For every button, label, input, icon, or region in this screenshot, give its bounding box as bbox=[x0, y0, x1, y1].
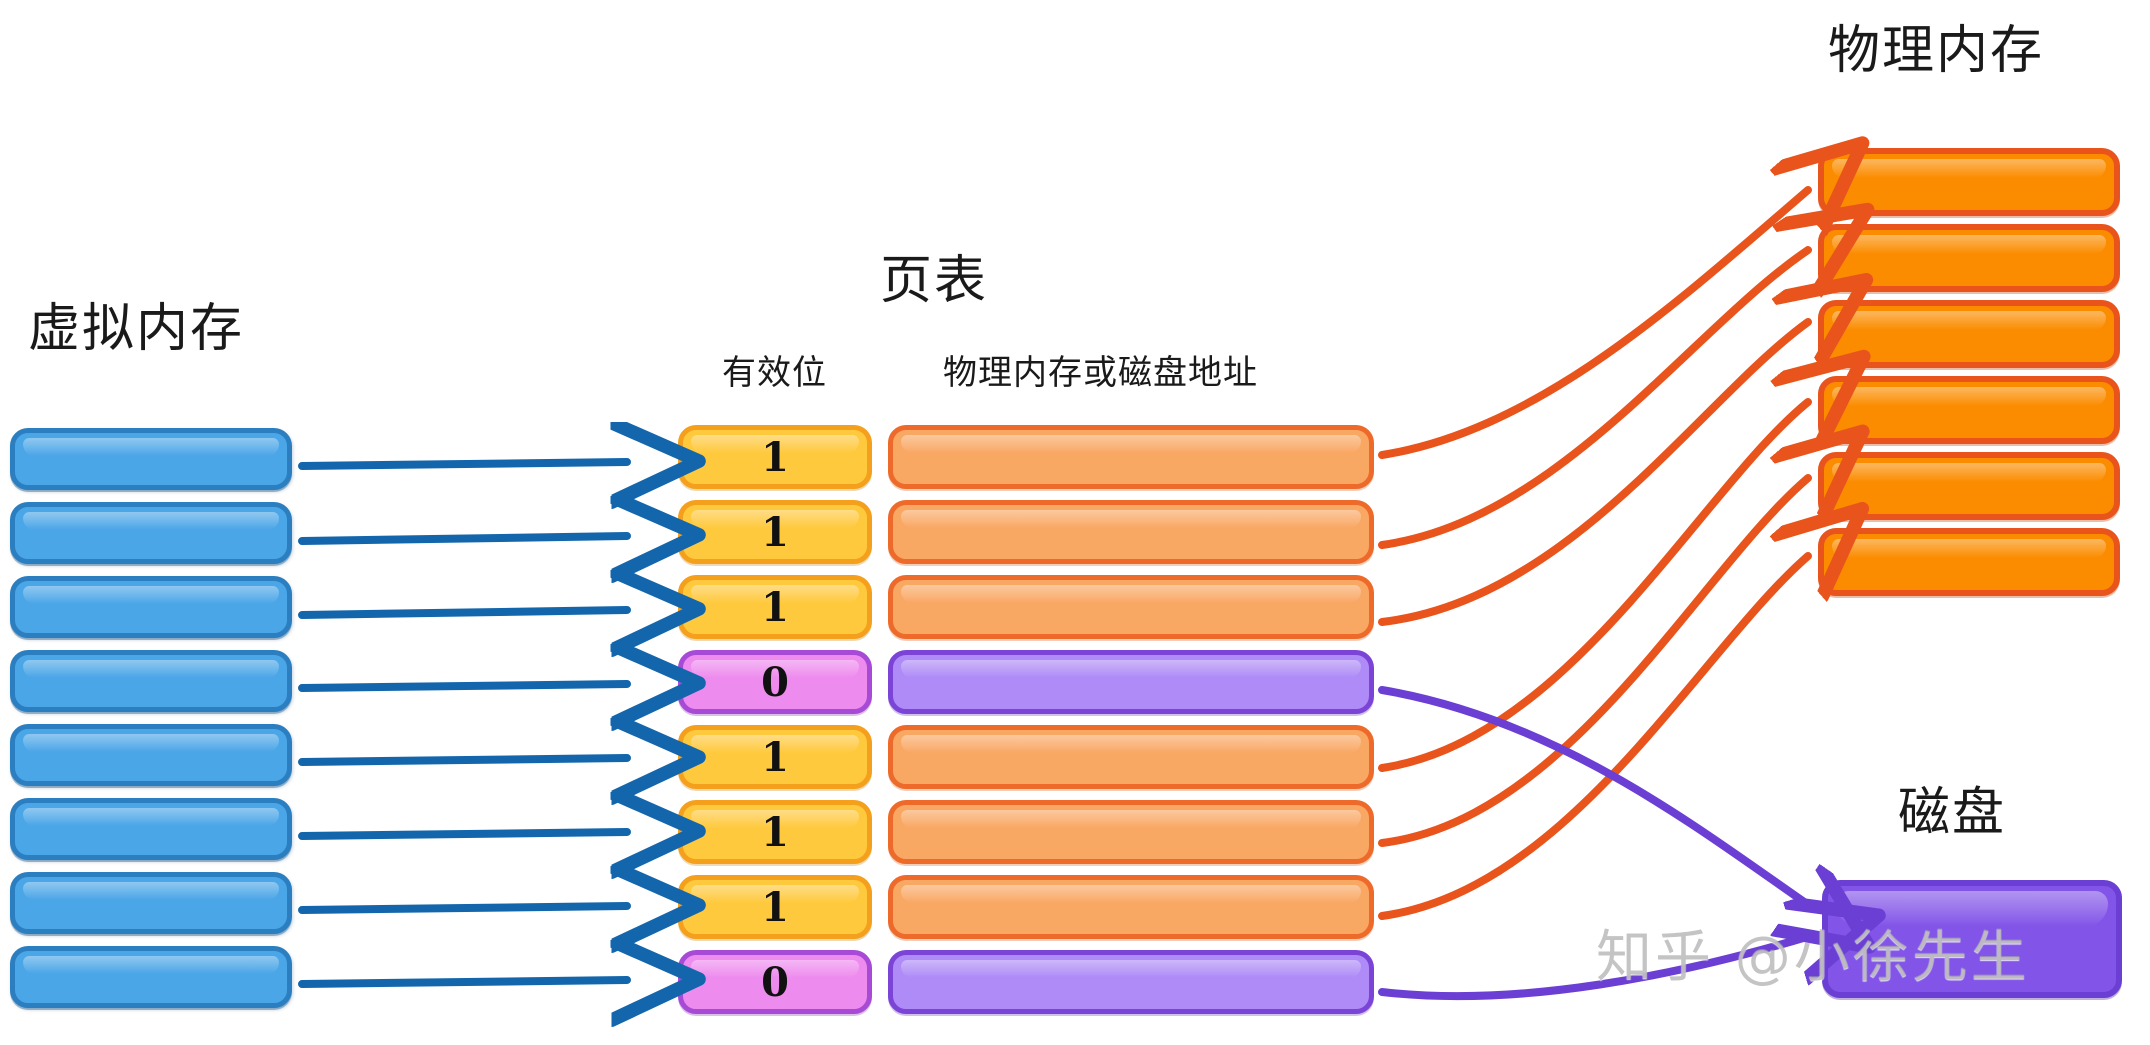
page-title-page-table: 页表 bbox=[880, 251, 989, 311]
arrow-pt-to-disk-4 bbox=[1378, 686, 1810, 906]
page-table-address-cell bbox=[888, 800, 1374, 864]
physical-memory-block bbox=[1818, 376, 2120, 444]
arrow-pt-to-pm-5 bbox=[1378, 402, 1808, 772]
virtual-memory-block bbox=[10, 798, 292, 860]
page-table-valid-bit-cell: 0 bbox=[678, 950, 872, 1014]
physical-memory-block bbox=[1818, 528, 2120, 596]
page-table-valid-bit-cell: 1 bbox=[678, 875, 872, 939]
pagetable-to-physmem-arrows bbox=[1378, 190, 1808, 920]
physical-memory-block bbox=[1818, 300, 2120, 368]
page-title-disk: 磁盘 bbox=[1898, 783, 2007, 843]
page-title-physical-memory: 物理内存 bbox=[1828, 21, 2045, 81]
physical-memory-block bbox=[1818, 452, 2120, 520]
page-table-valid-bit-cell: 1 bbox=[678, 725, 872, 789]
column-header-address: 物理内存或磁盘地址 bbox=[943, 353, 1258, 393]
column-header-valid-bit: 有效位 bbox=[722, 353, 827, 393]
page-table-valid-bit-cell: 1 bbox=[678, 425, 872, 489]
arrow-vm-to-pt-8 bbox=[298, 980, 627, 984]
page-table-valid-bit-cell: 0 bbox=[678, 650, 872, 714]
page-table-address-cell bbox=[888, 650, 1374, 714]
page-table-valid-bit-cell: 1 bbox=[678, 500, 872, 564]
page-table-address-cell bbox=[888, 500, 1374, 564]
page-table-address-cell bbox=[888, 425, 1374, 489]
page-table-address-cell bbox=[888, 575, 1374, 639]
arrow-vm-to-pt-4 bbox=[298, 684, 627, 688]
valid-bit-value: 0 bbox=[761, 958, 789, 1006]
virtual-memory-block bbox=[10, 428, 292, 490]
arrow-pt-to-pm-6 bbox=[1378, 478, 1808, 847]
valid-bit-value: 0 bbox=[761, 658, 789, 706]
virtual-memory-block bbox=[10, 502, 292, 564]
arrow-vm-to-pt-1 bbox=[298, 462, 627, 466]
valid-bit-value: 1 bbox=[761, 433, 789, 481]
vm-to-pagetable-arrows bbox=[298, 462, 627, 984]
virtual-memory-block bbox=[10, 946, 292, 1008]
arrow-vm-to-pt-7 bbox=[298, 906, 627, 910]
page-table-address-cell bbox=[888, 950, 1374, 1014]
virtual-memory-block bbox=[10, 576, 292, 638]
arrow-pt-to-pm-3 bbox=[1378, 322, 1808, 626]
page-table-address-cell bbox=[888, 725, 1374, 789]
valid-bit-value: 1 bbox=[761, 508, 789, 556]
valid-bit-value: 1 bbox=[761, 583, 789, 631]
watermark: 知乎 @小徐先生 bbox=[1596, 925, 2030, 990]
arrow-pt-to-pm-7 bbox=[1378, 556, 1808, 920]
page-table-valid-bit-cell: 1 bbox=[678, 575, 872, 639]
arrow-pt-to-pm-1 bbox=[1378, 190, 1808, 459]
page-table-address-cell bbox=[888, 875, 1374, 939]
arrow-vm-to-pt-3 bbox=[298, 610, 627, 615]
arrow-vm-to-pt-5 bbox=[298, 758, 627, 762]
virtual-memory-block bbox=[10, 724, 292, 786]
arrow-pt-to-pm-2 bbox=[1378, 250, 1808, 549]
arrow-vm-to-pt-2 bbox=[298, 536, 627, 541]
physical-memory-block bbox=[1818, 148, 2120, 216]
arrow-vm-to-pt-6 bbox=[298, 832, 627, 836]
valid-bit-value: 1 bbox=[761, 733, 789, 781]
page-title-virtual-memory: 虚拟内存 bbox=[28, 299, 245, 359]
page-table-valid-bit-cell: 1 bbox=[678, 800, 872, 864]
virtual-memory-block bbox=[10, 650, 292, 712]
valid-bit-value: 1 bbox=[761, 883, 789, 931]
physical-memory-block bbox=[1818, 224, 2120, 292]
valid-bit-value: 1 bbox=[761, 808, 789, 856]
virtual-memory-block bbox=[10, 872, 292, 934]
